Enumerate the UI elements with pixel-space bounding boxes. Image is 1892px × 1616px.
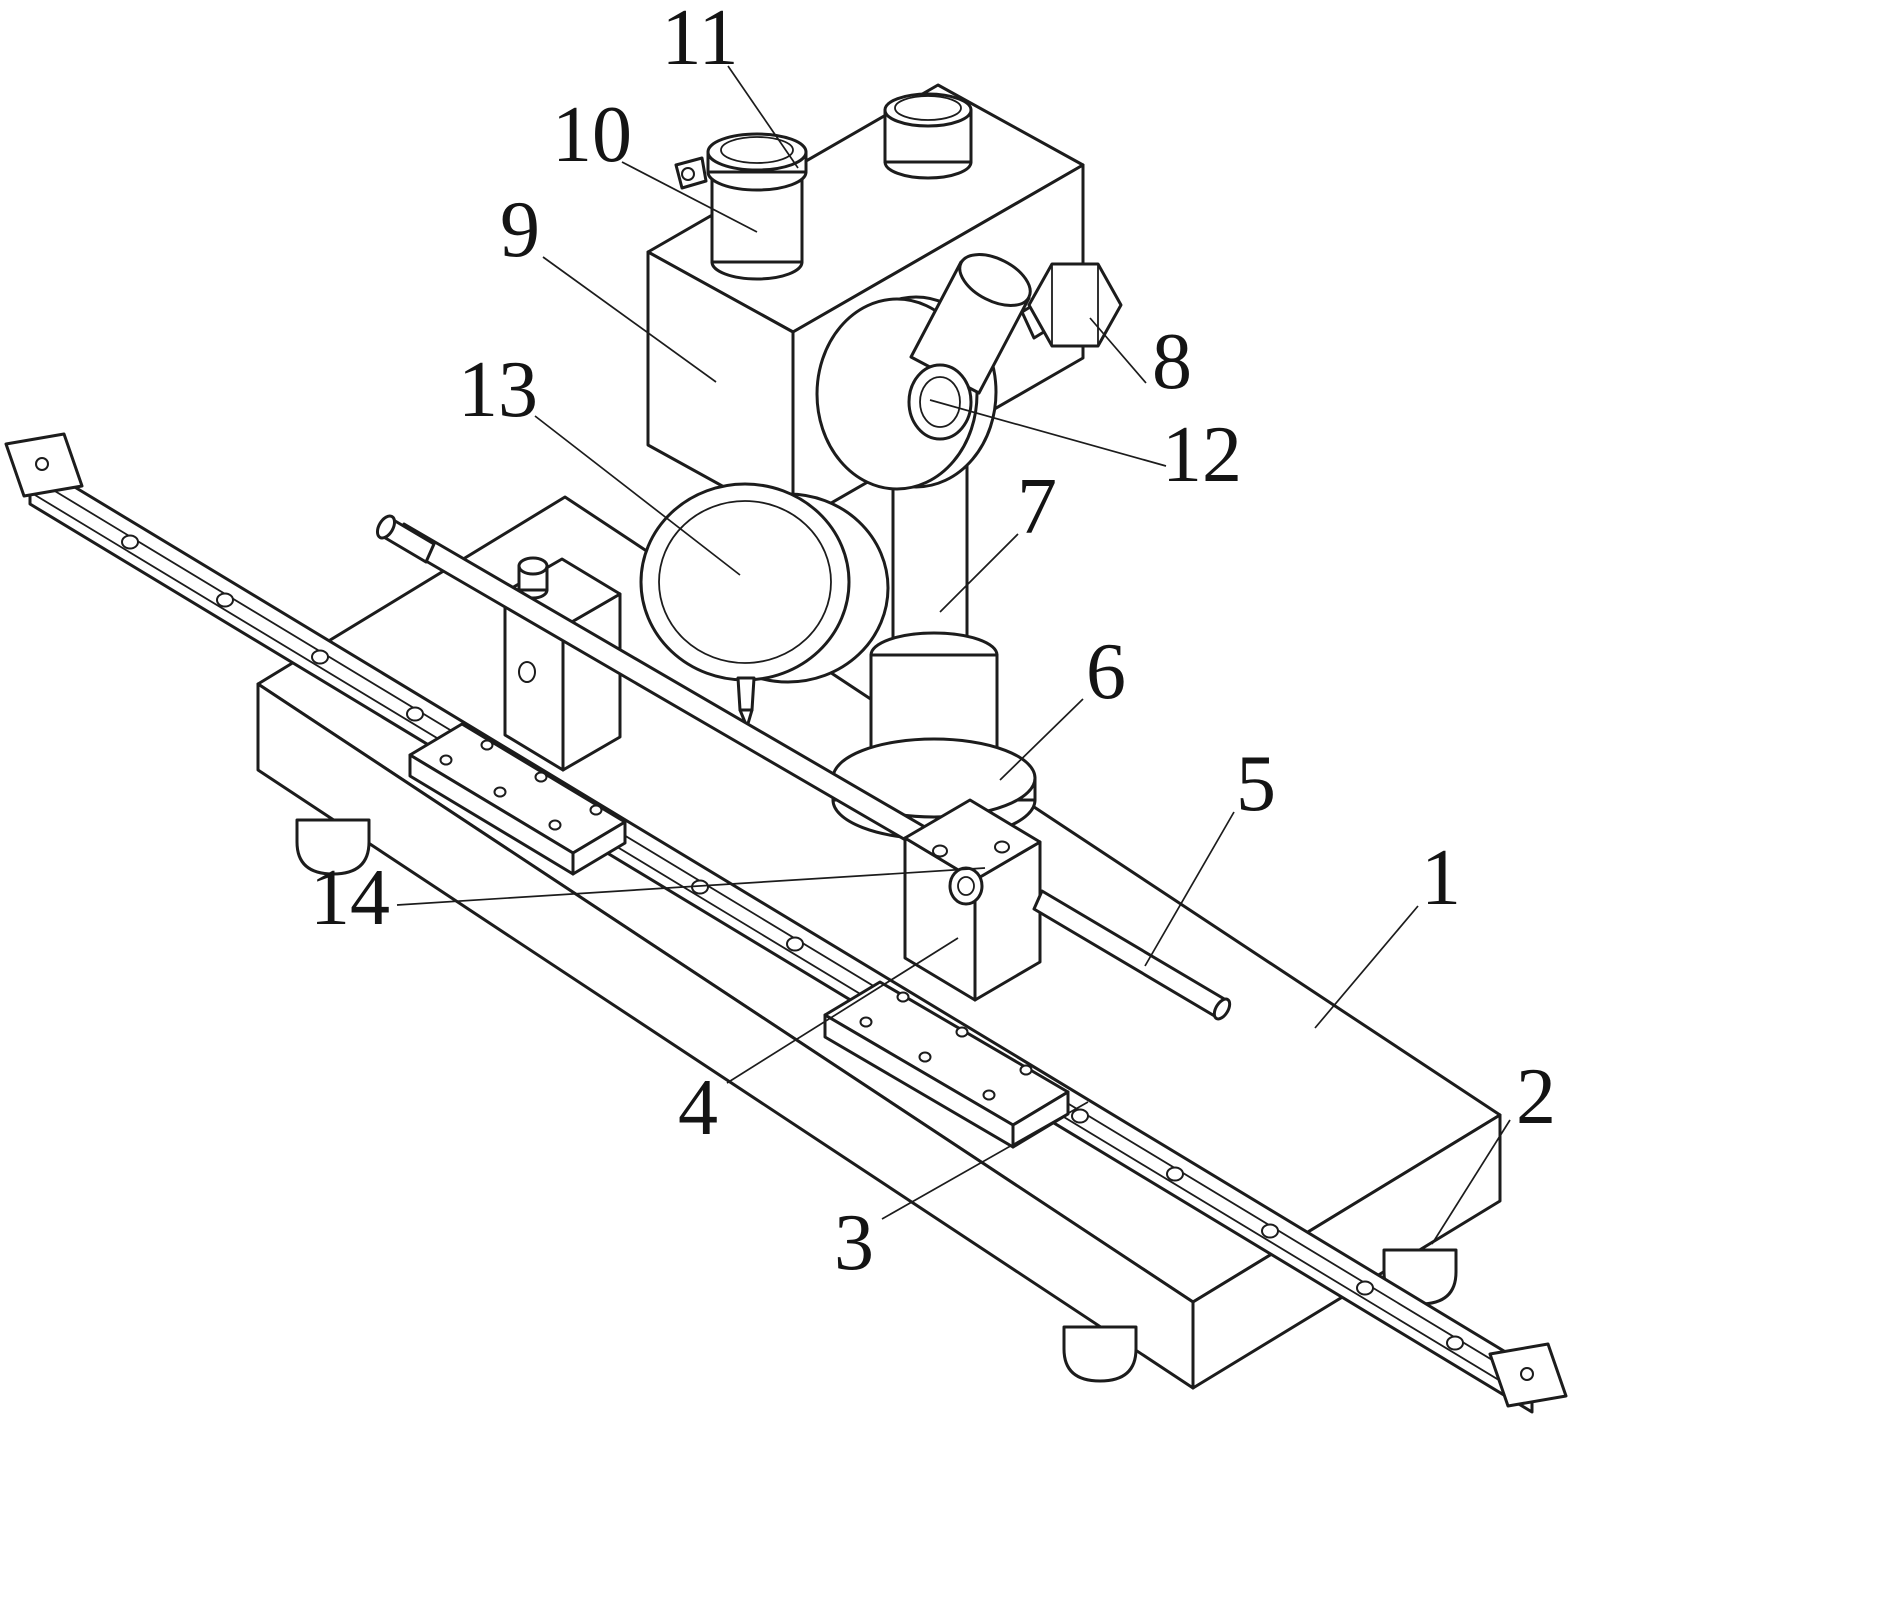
leader-line-12 [929,399,1167,467]
leader-line-6 [999,698,1084,781]
callout-label-3: 3 [834,1199,874,1287]
carriage-base-side [571,820,627,876]
dial-indicator [639,482,890,729]
callout-label-5: 5 [1236,740,1276,828]
callout-label-10: 10 [552,91,632,179]
callout-label-11: 11 [661,0,738,82]
base-plate-right [1191,1113,1502,1390]
swivel-head [815,253,1123,491]
leader-line-4 [726,937,959,1084]
slider-front-pin [948,866,984,906]
clamp-knob [1027,262,1123,348]
cap-ring [674,132,808,192]
callout-label-9: 9 [500,186,540,274]
slider-block-top [903,798,1042,882]
slider-carriage [823,798,1232,1149]
dial-face [639,482,851,682]
slider-screw-holes [859,991,1033,1101]
leader-line-8 [1089,317,1147,384]
leader-line-3 [881,1101,1089,1220]
rail-groove-bottom [29,491,1533,1401]
dial-probe [736,676,756,712]
callout-label-13: 13 [458,346,538,434]
guide-rod [1032,889,1232,1021]
rod-support-carriage [408,556,627,876]
callout-label-4: 4 [678,1064,718,1152]
housing-block [646,83,1085,527]
support-block-hole [518,661,536,683]
rod-end-left [375,514,397,540]
linear-guide-rail [4,432,1568,1414]
slider-top-hole [932,844,948,858]
clamp-barrel-end [958,253,1032,307]
dial-probe-tip [738,708,754,729]
carriage-screw-holes [439,739,603,831]
dial-bezel-ring [658,500,832,664]
callout-label-1: 1 [1421,834,1461,922]
cap-clamp-screw [681,167,695,181]
leader-line-5 [1144,811,1235,967]
leader-line-10 [621,161,758,233]
callout-label-7: 7 [1017,463,1057,551]
slider-top-hole [994,840,1010,854]
callout-label-12: 12 [1162,411,1242,499]
leader-line-7 [939,533,1019,613]
leader-line-1 [1314,905,1419,1029]
rail-end-stop-left [4,432,84,498]
callout-label-14: 14 [310,854,390,942]
leader-line-9 [542,256,717,383]
leader-line-2 [1431,1119,1511,1245]
leader-line-14 [396,867,986,906]
rail-end-stop-right [1488,1342,1568,1408]
support-foot [1062,1325,1138,1383]
rear-cylinder-boss [883,92,973,180]
callout-label-6: 6 [1086,628,1126,716]
leader-line-11 [727,65,799,169]
shaft-hub-bore [919,376,961,428]
leader-line-13 [534,415,741,576]
support-foot [295,818,371,876]
callout-label-8: 8 [1152,318,1192,406]
callout-label-2: 2 [1516,1053,1556,1141]
rail-groove-top [29,475,1533,1385]
